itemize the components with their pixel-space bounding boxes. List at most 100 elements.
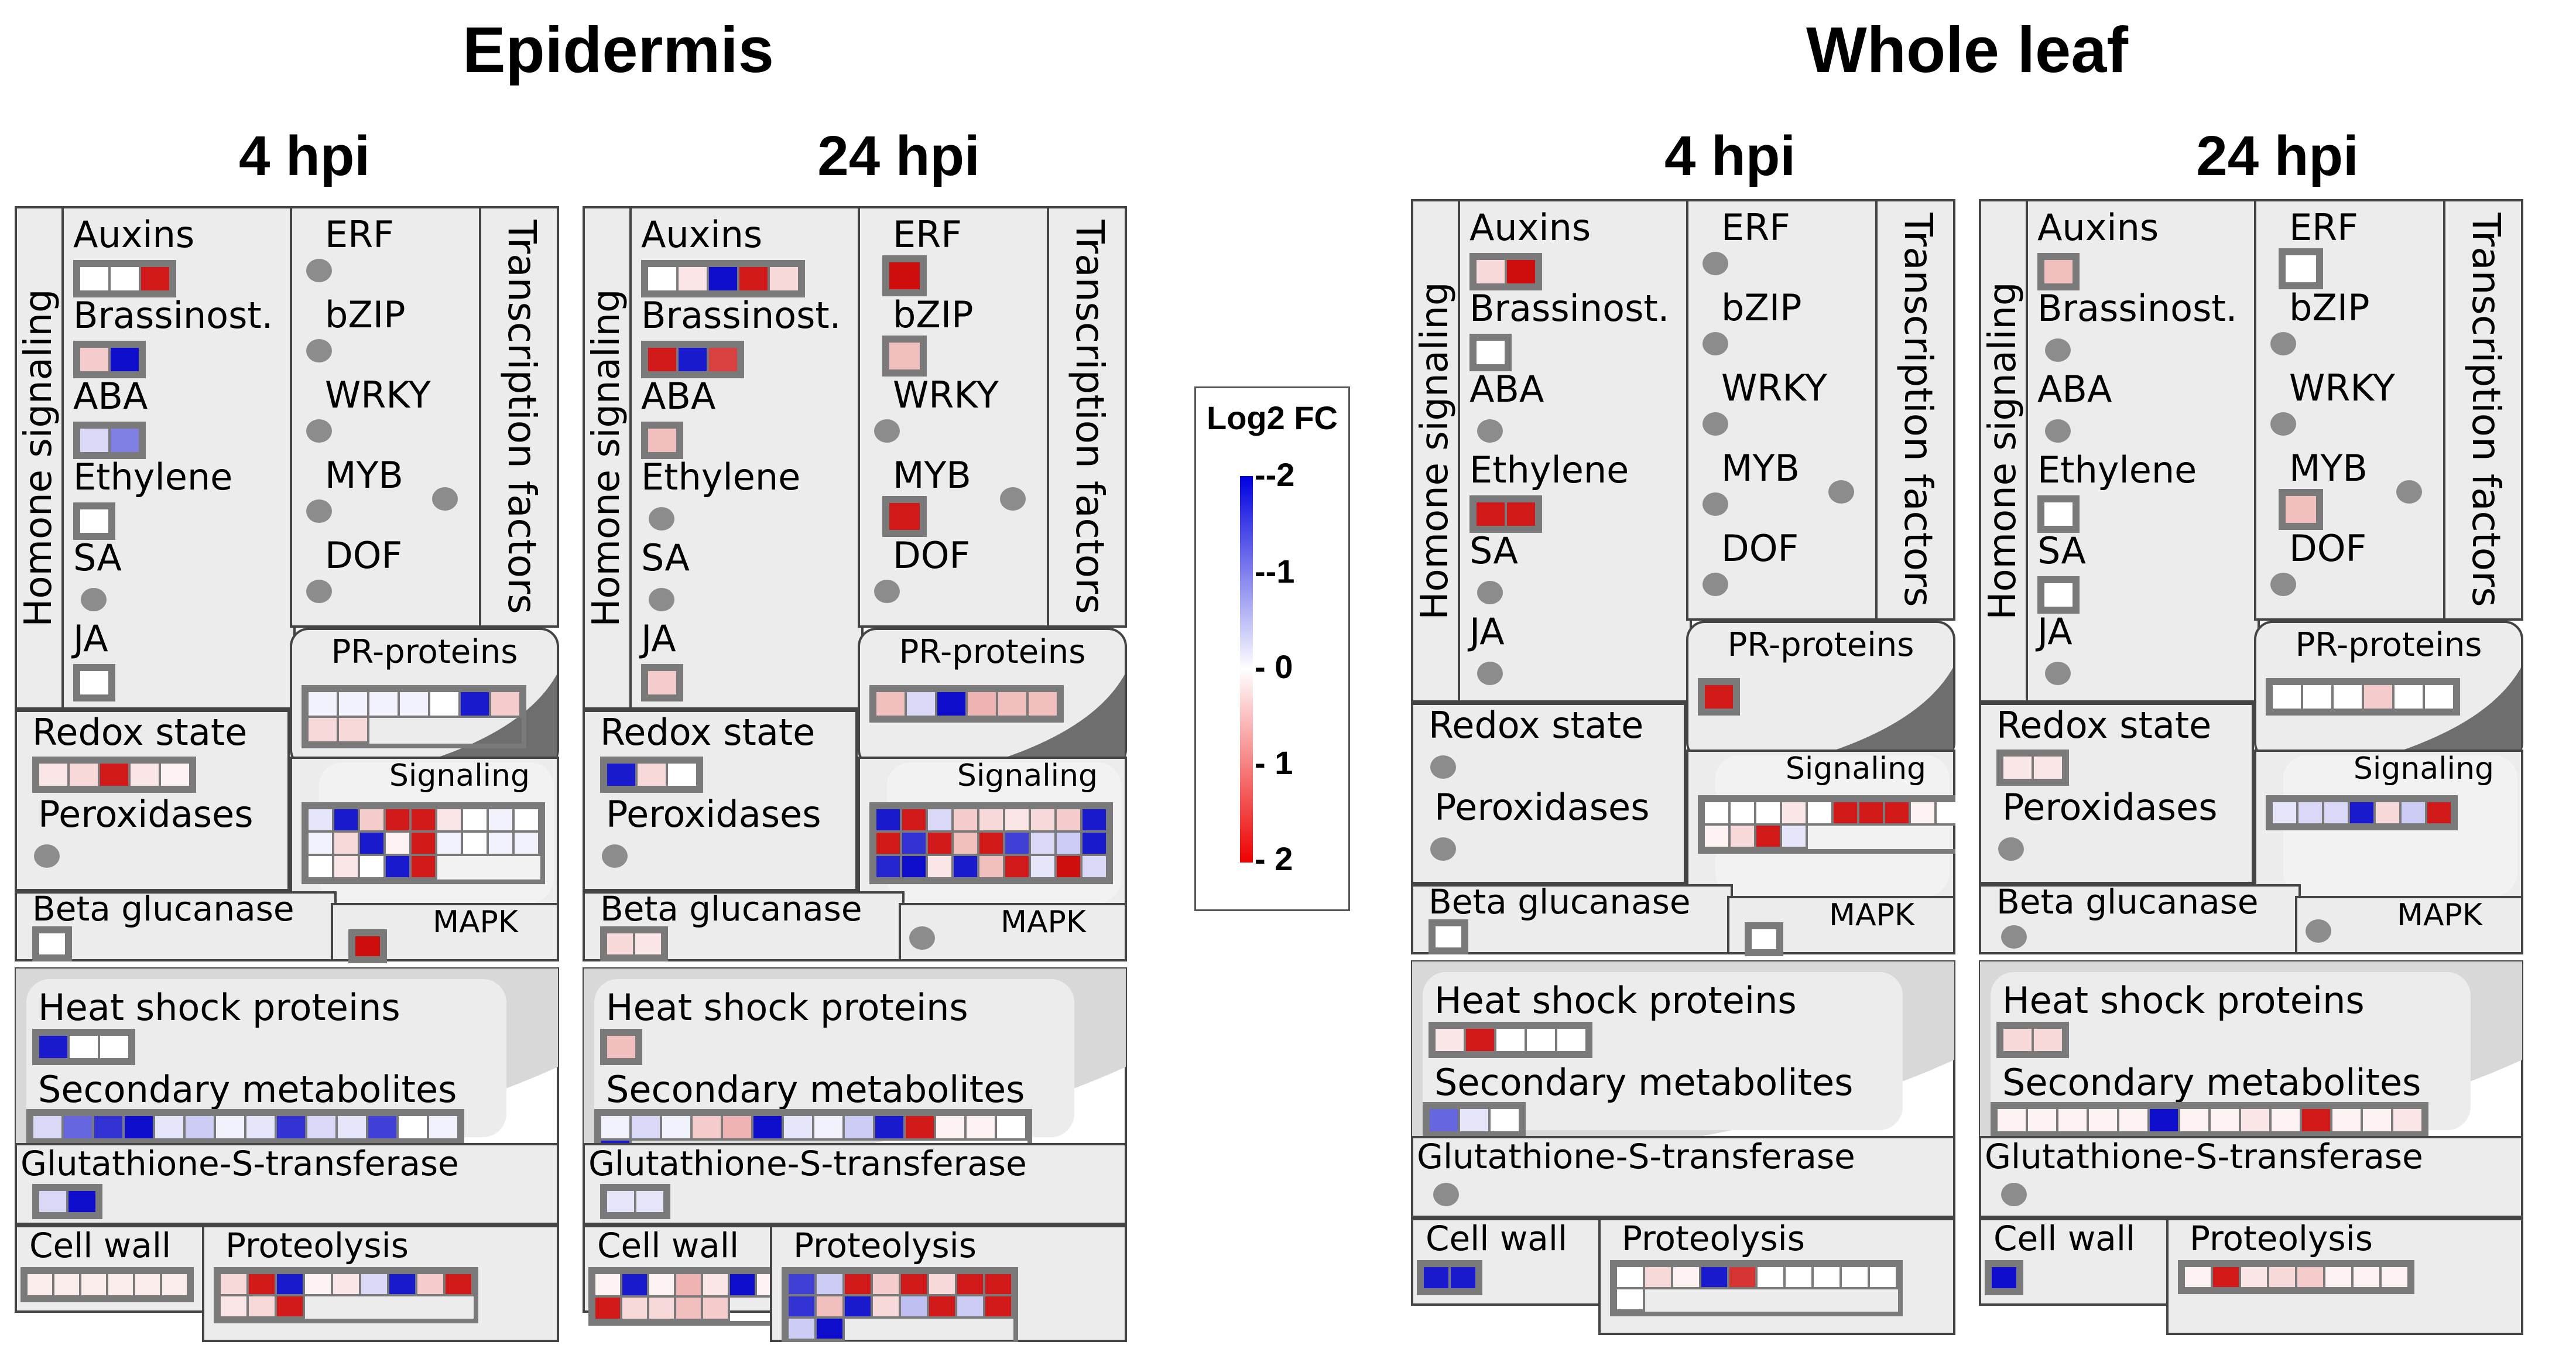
signaling-heatmap-cell <box>1054 807 1083 833</box>
pr-proteins-label: PR-proteins <box>2296 626 2482 664</box>
auxins-heatmap-cell <box>1474 258 1507 286</box>
redox-dot <box>1430 755 1456 779</box>
myb-dot <box>1703 492 1728 516</box>
pr-proteins-shadow <box>979 675 1125 766</box>
redox-state-label: Redox state <box>1429 704 1643 747</box>
secmet-heatmap-cell <box>61 1114 94 1141</box>
secmet-heatmap-cell <box>903 1114 936 1141</box>
signaling-heatmap-cell <box>1703 800 1731 826</box>
dof-dot <box>306 580 332 603</box>
transcription-factors-label: Transcription factors <box>2464 212 2509 607</box>
pr-proteins-heatmap-cell <box>1026 690 1059 718</box>
cell-wall-heatmap-cell <box>620 1295 649 1321</box>
signaling-heatmap-cell <box>1857 800 1885 826</box>
gst-label: Glutathione-S-transferase <box>1417 1137 1855 1176</box>
title-epidermis: Epidermis <box>463 14 774 86</box>
proteolysis-heatmap-cell <box>1615 1265 1645 1289</box>
secmet-heatmap-cell <box>2330 1107 2363 1134</box>
proteolysis-label: Proteolysis <box>793 1226 977 1265</box>
cell-wall-label: Cell wall <box>1426 1219 1567 1258</box>
erf-dot <box>1703 252 1728 275</box>
peroxidases-dot <box>34 844 60 868</box>
heat-shock-proteins-label: Heat shock proteins <box>1434 979 1797 1022</box>
proteolysis-heatmap-cell <box>275 1294 305 1319</box>
peroxidases-label: Peroxidases <box>606 793 821 836</box>
signaling-heatmap-cell <box>487 807 515 833</box>
redox-heatmap-cell <box>98 761 131 788</box>
proteolysis-heatmap-cell <box>786 1294 817 1319</box>
hsp-heatmap-cell <box>37 1034 70 1060</box>
sa-label: SA <box>73 536 122 579</box>
sa-dot <box>649 588 674 611</box>
proteolysis-heatmap-cell <box>814 1294 845 1319</box>
wrky-dot <box>1703 412 1728 436</box>
brass-heatmap-cell <box>676 345 709 374</box>
proteolysis-box: Proteolysis <box>202 1225 559 1342</box>
cell-wall-heatmap-cell <box>160 1272 189 1298</box>
secondary-metabolites-label: Secondary metabolites <box>606 1068 1025 1111</box>
redox-heatmap-cell <box>67 761 100 788</box>
proteolysis-heatmap-cell <box>955 1272 985 1296</box>
signaling-heatmap-cell <box>1054 830 1083 856</box>
pr-proteins-heatmap-cell <box>306 690 339 718</box>
heat-shock-proteins-label: Heat shock proteins <box>606 986 968 1029</box>
secmet-heatmap-cell <box>366 1114 399 1141</box>
secmet-heatmap-cell <box>305 1114 338 1141</box>
aba-label: ABA <box>2037 368 2112 410</box>
signaling-heatmap-cell <box>306 854 334 880</box>
hormone-signaling-label: Homone signaling <box>17 289 60 627</box>
ja-label: JA <box>71 617 108 660</box>
cell-wall-box: Cell wall <box>1979 1218 2172 1306</box>
legend-title: Log2 FC <box>1207 399 1338 436</box>
cell-wall-heatmap-cell <box>620 1272 649 1298</box>
signaling-heatmap-cell <box>1934 800 1955 826</box>
signaling-heatmap-cell <box>358 830 386 856</box>
proteolysis-heatmap-cell <box>2351 1265 2382 1289</box>
proteolysis-heatmap-cell <box>871 1294 901 1319</box>
beta-glucanase-heatmap-cell <box>605 931 635 957</box>
beta-glucanase-dot <box>2001 925 2027 949</box>
pr-proteins-heatmap-cell <box>2362 683 2395 711</box>
secmet-heatmap-cell <box>1427 1107 1460 1134</box>
cell-wall-heatmap-cell <box>1421 1265 1451 1291</box>
proteolysis-heatmap-cell <box>359 1272 389 1296</box>
signaling-heatmap-cell <box>512 830 540 856</box>
ja-dot <box>2045 662 2071 685</box>
signaling-heatmap-cell <box>926 854 954 880</box>
secmet-heatmap-cell <box>721 1114 753 1141</box>
gst-label: Glutathione-S-transferase <box>1985 1137 2423 1176</box>
cell-wall-label: Cell wall <box>1993 1219 2135 1258</box>
beta-glucanase-heatmap-cell <box>37 931 67 957</box>
hsp-inner <box>1423 972 1903 1130</box>
signaling-heatmap-cell <box>1003 854 1031 880</box>
peroxidases-dot <box>1998 837 2024 861</box>
signaling-heatmap-cell <box>1054 854 1083 880</box>
proteolysis-heatmap-cell <box>1699 1265 1729 1289</box>
secmet-heatmap-cell <box>660 1114 693 1141</box>
mapk-label: MAPK <box>1001 905 1087 940</box>
proteolysis-heatmap-cell <box>415 1272 446 1296</box>
pr-proteins-heatmap-cell <box>996 690 1029 718</box>
proteolysis-heatmap-cell <box>2239 1265 2269 1289</box>
gst-heatmap-cell <box>634 1189 666 1214</box>
secmet-heatmap-cell <box>122 1114 155 1141</box>
pr-proteins-heatmap-cell <box>1703 683 1735 711</box>
ja-heatmap-cell <box>646 669 679 697</box>
redox-heatmap-cell <box>2032 754 2064 781</box>
signaling-label: Signaling <box>389 758 530 793</box>
signaling-heatmap-cell <box>383 807 412 833</box>
pr-proteins-label: PR-proteins <box>899 633 1086 671</box>
signaling-heatmap-cell <box>358 807 386 833</box>
proteolysis-heatmap-cell <box>2323 1265 2354 1289</box>
signaling-box: Signaling <box>1686 750 1955 902</box>
proteolysis-heatmap-cell <box>1615 1287 1645 1312</box>
legend-tick-1: --2 <box>1255 456 1295 493</box>
auxins-heatmap-cell <box>646 265 679 293</box>
legend-tick-5: - 2 <box>1255 840 1293 877</box>
secmet-heatmap-cell <box>812 1114 845 1141</box>
